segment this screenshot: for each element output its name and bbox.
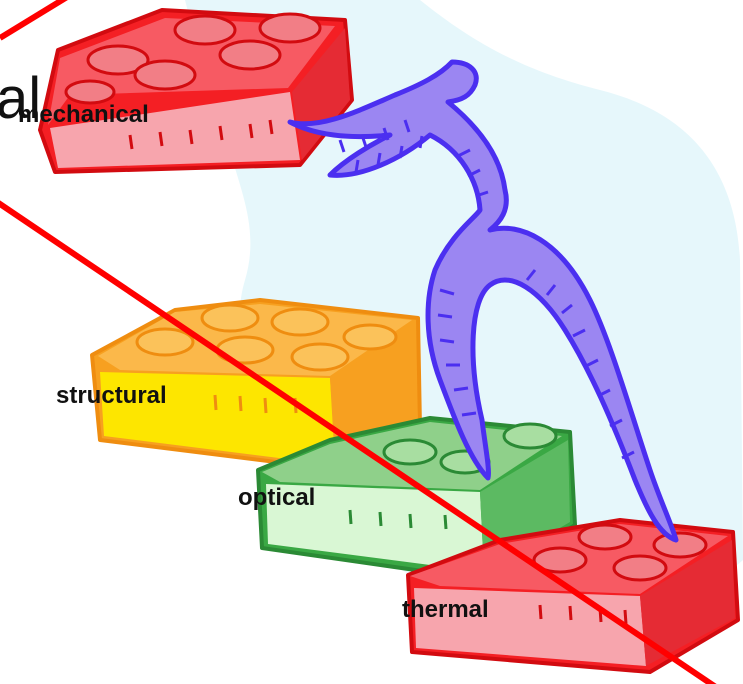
strike-line-top: [0, 0, 72, 38]
label-optical: optical: [238, 484, 315, 511]
label-thermal: thermal: [402, 596, 489, 623]
brick-mechanical: [40, 10, 352, 172]
label-structural: structural: [56, 382, 167, 409]
label-mechanical: mechanical: [18, 101, 149, 128]
